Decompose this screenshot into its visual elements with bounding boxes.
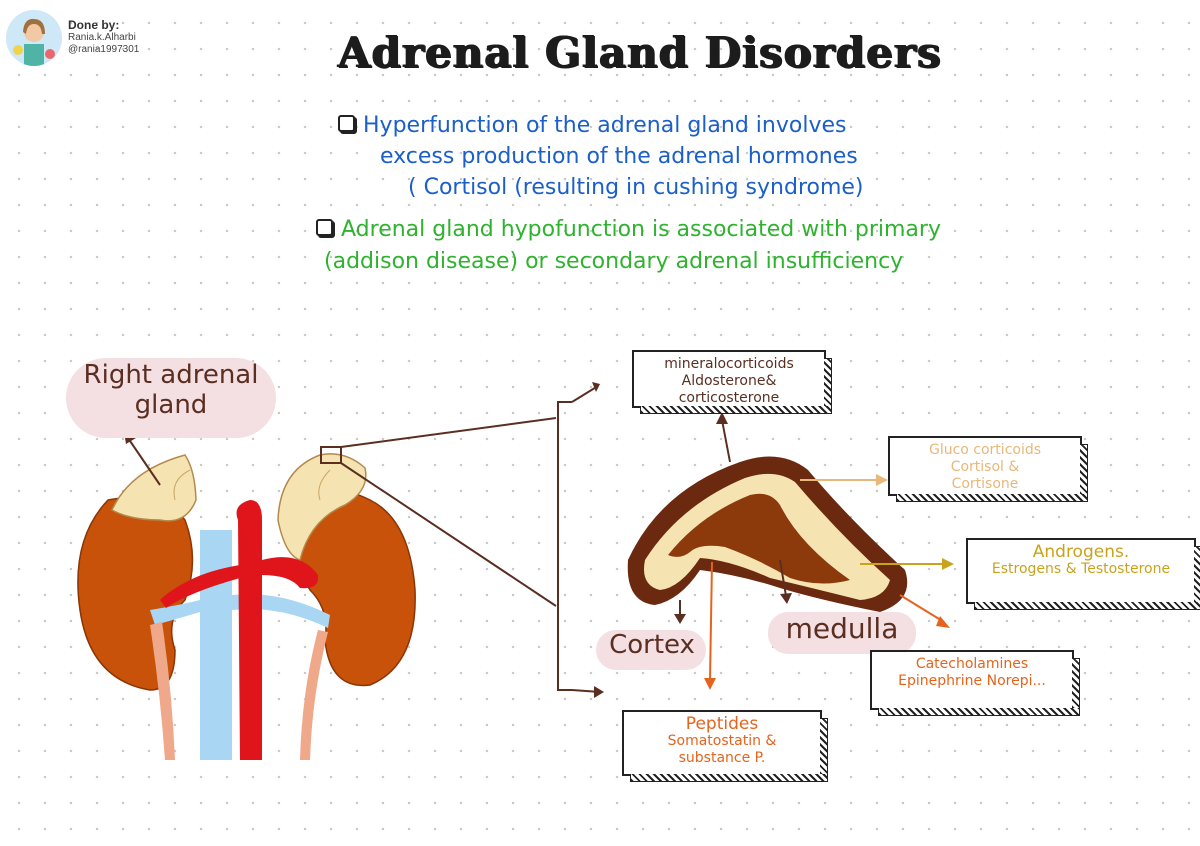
box-line: substance P. — [678, 750, 766, 766]
bullet-line: Adrenal gland hypofunction is associated… — [341, 217, 941, 242]
catecholamines-box: Catecholamines Epinephrine Norepi... — [870, 650, 1080, 716]
mineralocorticoids-box: mineralocorticoids Aldosterone& corticos… — [632, 350, 832, 414]
box-line: Epinephrine Norepi... — [898, 673, 1046, 689]
box-line: Androgens. — [1032, 542, 1130, 562]
medulla-label: medulla — [785, 612, 899, 645]
left-kidney-drawing — [77, 453, 416, 760]
right-adrenal-label-bg — [66, 358, 276, 438]
author-label: Done by: — [68, 18, 120, 32]
bullet-line: Hyperfunction of the adrenal gland invol… — [363, 113, 847, 138]
bullet-hypofunction: Adrenal gland hypofunction is associated… — [316, 214, 1056, 278]
box-line: Peptides — [685, 714, 759, 734]
author-handle: @rania1997301 — [68, 44, 140, 55]
box-line: Catecholamines — [915, 656, 1029, 672]
author-block: Done by: Rania.k.Alharbi @rania1997301 — [6, 8, 166, 78]
cortex-label-bg — [596, 630, 706, 670]
box-line: mineralocorticoids — [664, 356, 794, 372]
box-line: Gluco corticoids — [928, 442, 1042, 458]
cortex-label: Cortex — [609, 630, 695, 660]
author-name: Rania.k.Alharbi — [68, 32, 136, 43]
checkbox-bullet-icon — [316, 218, 333, 236]
box-line: Cortisone — [951, 476, 1019, 492]
bullet-line: (addison disease) or secondary adrenal i… — [324, 249, 904, 274]
box-line: Aldosterone& — [681, 373, 777, 389]
label-line: gland — [134, 390, 208, 420]
adrenal-cross-section — [627, 456, 908, 612]
peptides-box: Peptides Somatostatin & substance P. — [622, 710, 828, 782]
bullet-line: excess production of the adrenal hormone… — [380, 144, 858, 169]
medulla-label-bg — [768, 612, 916, 654]
bullet-hyperfunction: Hyperfunction of the adrenal gland invol… — [338, 110, 978, 203]
page-title: Adrenal Gland Disorders — [338, 28, 942, 77]
author-avatar — [6, 10, 62, 66]
box-line: Estrogens & Testosterone — [991, 561, 1171, 577]
box-line: Somatostatin & — [667, 733, 777, 749]
androgens-box: Androgens. Estrogens & Testosterone — [966, 538, 1200, 610]
box-line: corticosterone — [678, 390, 780, 406]
bullet-line: ( Cortisol (resulting in cushing syndrom… — [408, 175, 864, 200]
right-adrenal-label: Right adrenal gland — [62, 360, 280, 420]
box-line: Cortisol & — [950, 459, 1020, 475]
checkbox-bullet-icon — [338, 114, 355, 132]
label-line: Right adrenal — [83, 360, 259, 390]
glucocorticoids-box: Gluco corticoids Cortisol & Cortisone — [888, 436, 1088, 502]
